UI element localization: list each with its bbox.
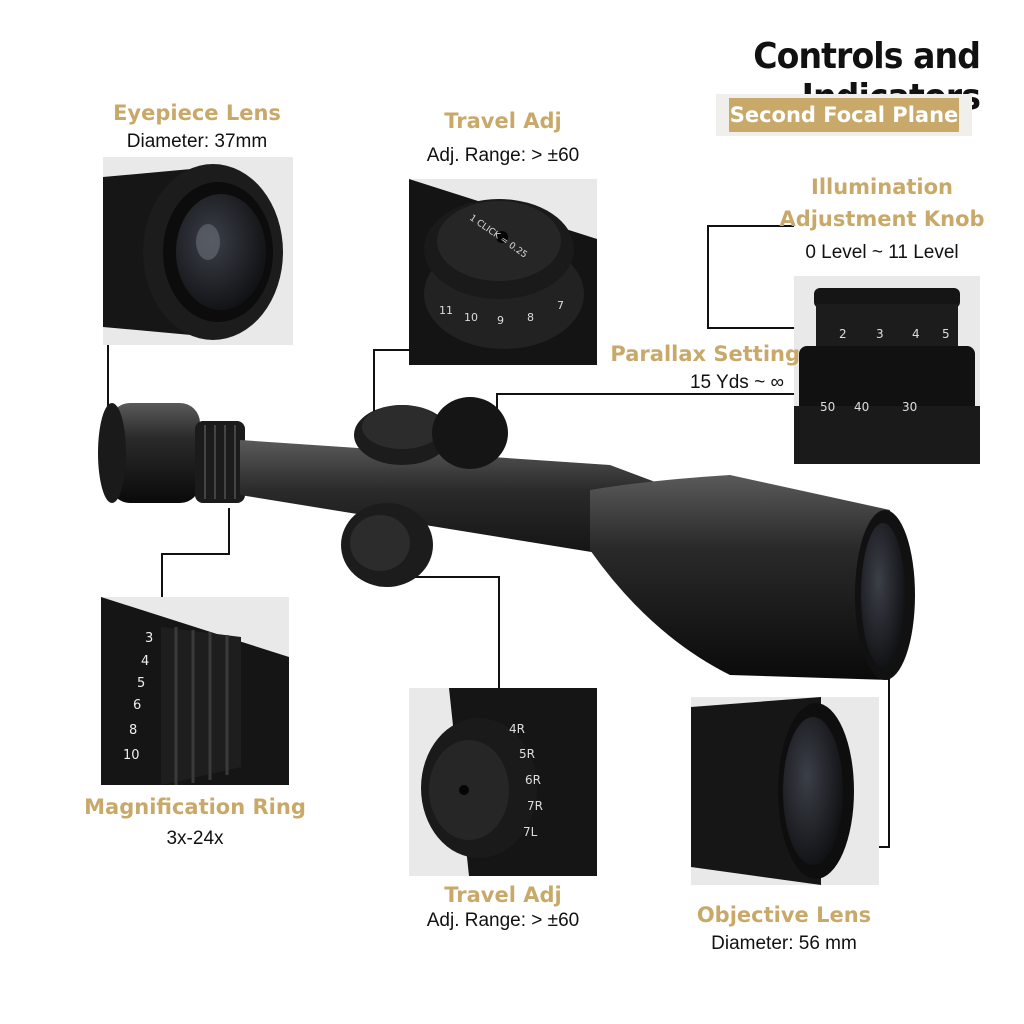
mag-mark-6: 6 (133, 698, 141, 713)
illumination-title-line1: Illumination (811, 175, 953, 199)
leader-line-mag-v (161, 553, 163, 598)
mag-mark-3: 3 (145, 631, 153, 646)
turret-mark-9: 9 (497, 314, 504, 327)
magnification-title: Magnification Ring (84, 795, 306, 819)
mag-mark-8: 8 (129, 723, 137, 738)
leader-line-illum-v (707, 225, 709, 329)
illum-mark-2: 2 (839, 327, 847, 341)
objective-lens-photo (691, 697, 879, 885)
illumination-title-line2: Adjustment Knob (779, 207, 985, 231)
illum-mark-5: 5 (942, 327, 950, 341)
magnification-detail: 3x-24x (166, 828, 224, 849)
windage-mark-7r: 7R (527, 799, 543, 813)
illum-mark-4: 4 (912, 327, 920, 341)
parallax-mark-50: 50 (820, 400, 835, 414)
magnification-ring-photo: 3 4 5 6 8 10 (101, 597, 289, 785)
windage-mark-7l: 7L (523, 825, 538, 839)
mag-mark-4: 4 (141, 654, 149, 669)
leader-line-mag-up (228, 508, 230, 555)
turret-mark-7: 7 (557, 299, 564, 312)
leader-line-objective-h (878, 846, 890, 848)
eyepiece-lens-photo (103, 157, 293, 345)
focal-plane-badge-label: Second Focal Plane (729, 98, 959, 132)
parallax-detail: 15 Yds ~ ∞ (689, 372, 784, 393)
travel-adj-top-title: Travel Adj (444, 109, 562, 133)
travel-adj-bottom-title: Travel Adj (444, 883, 562, 907)
eyepiece-lens-detail: Diameter: 37mm (126, 131, 268, 152)
travel-adj-bottom-detail: Adj. Range: > ±60 (426, 910, 580, 931)
leader-line-illum-bottom (707, 327, 842, 329)
leader-line-travel-top-v (373, 349, 375, 419)
mag-mark-5: 5 (137, 676, 145, 691)
leader-line-mag-h (161, 553, 230, 555)
travel-adj-top-photo: 1 CLICK = 0.25 11 10 9 8 7 (409, 179, 597, 365)
illum-mark-3: 3 (876, 327, 884, 341)
leader-line-illum-top (707, 225, 794, 227)
mag-mark-10: 10 (123, 748, 140, 763)
parallax-mark-40: 40 (854, 400, 869, 414)
windage-mark-5r: 5R (519, 747, 535, 761)
illumination-detail: 0 Level ~ 11 Level (805, 242, 959, 263)
windage-mark-6r: 6R (525, 773, 541, 787)
eyepiece-lens-title: Eyepiece Lens (113, 101, 281, 125)
turret-mark-11: 11 (439, 304, 453, 317)
turret-mark-8: 8 (527, 311, 534, 324)
leader-line-travel-bottom-h (410, 576, 500, 578)
leader-line-parallax-h (496, 393, 794, 395)
leader-line-objective-v (888, 592, 890, 848)
leader-line-travel-bottom-v (498, 576, 500, 688)
leader-line-eyepiece (107, 345, 109, 425)
travel-adj-bottom-photo: 4R 5R 6R 7R 7L (409, 688, 597, 876)
parallax-title: Parallax Setting (610, 342, 800, 366)
illumination-knob-photo: 2 3 4 5 50 40 30 (794, 276, 980, 464)
travel-adj-top-detail: Adj. Range: > ±60 (426, 145, 580, 166)
parallax-mark-30: 30 (902, 400, 917, 414)
focal-plane-badge: Second Focal Plane (716, 94, 972, 136)
turret-mark-10: 10 (464, 311, 478, 324)
objective-lens-title: Objective Lens (696, 903, 872, 927)
objective-lens-detail: Diameter: 56 mm (711, 933, 857, 954)
leader-line-travel-top-h (373, 349, 409, 351)
rifle-scope-image (98, 397, 915, 680)
windage-mark-4r: 4R (509, 722, 525, 736)
